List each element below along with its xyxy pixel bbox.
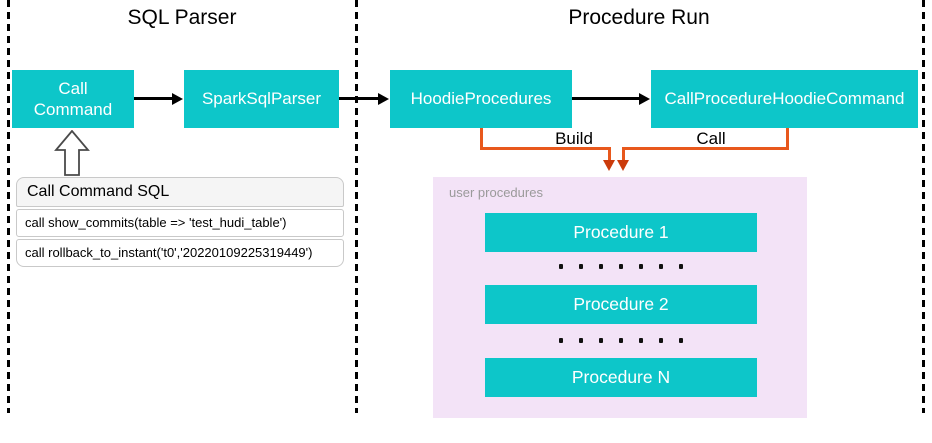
sql-example-row: call rollback_to_instant('t0','202201092… — [16, 239, 344, 267]
node-procedure-n: Procedure N — [485, 358, 757, 397]
connector-call-vertical — [786, 128, 789, 149]
node-procedure-1: Procedure 1 — [485, 213, 757, 252]
node-callprocedurehoodiecommand: CallProcedureHoodieCommand — [651, 70, 918, 128]
build-arrowhead-down-icon — [603, 160, 615, 171]
call-command-sql-table: Call Command SQL call show_commits(table… — [16, 177, 344, 267]
connector-build-horizontal — [480, 147, 611, 150]
section-title-procedure-run: Procedure Run — [568, 6, 710, 29]
arrow-callcommand-to-sparksqlparser — [134, 97, 173, 100]
node-call-command-line1: Call — [58, 78, 88, 98]
edge-label-call: Call — [696, 129, 726, 148]
user-procedures-panel: user procedures Procedure 1 Procedure 2 … — [433, 177, 807, 418]
ellipsis-separator — [485, 337, 757, 343]
edge-label-build: Build — [555, 129, 593, 148]
node-call-command-line2: Command — [33, 100, 113, 119]
dashed-border-left — [7, 0, 10, 413]
connector-call-horizontal — [622, 147, 789, 150]
section-title-sql-parser: SQL Parser — [127, 6, 237, 29]
sql-table-header: Call Command SQL — [16, 177, 344, 207]
user-procedures-label: user procedures — [449, 185, 543, 200]
node-sparksqlparser: SparkSqlParser — [184, 70, 339, 128]
connector-call-drop — [622, 147, 625, 162]
dashed-border-middle — [355, 0, 358, 413]
node-hoodieprocedures: HoodieProcedures — [390, 70, 572, 128]
arrow-sparksqlparser-to-hoodieprocedures — [339, 97, 379, 100]
call-arrowhead-down-icon — [617, 160, 629, 171]
connector-build-drop — [608, 147, 611, 162]
node-procedure-2: Procedure 2 — [485, 285, 757, 324]
ellipsis-separator — [485, 263, 757, 269]
dashed-border-right — [922, 0, 925, 413]
node-call-command: Call Command — [12, 70, 134, 128]
connector-build-vertical — [480, 128, 483, 149]
sql-example-row: call show_commits(table => 'test_hudi_ta… — [16, 209, 344, 237]
up-arrow-icon — [54, 130, 90, 176]
arrow-hoodieprocedures-to-callprocedurehoodiecommand — [572, 97, 640, 100]
